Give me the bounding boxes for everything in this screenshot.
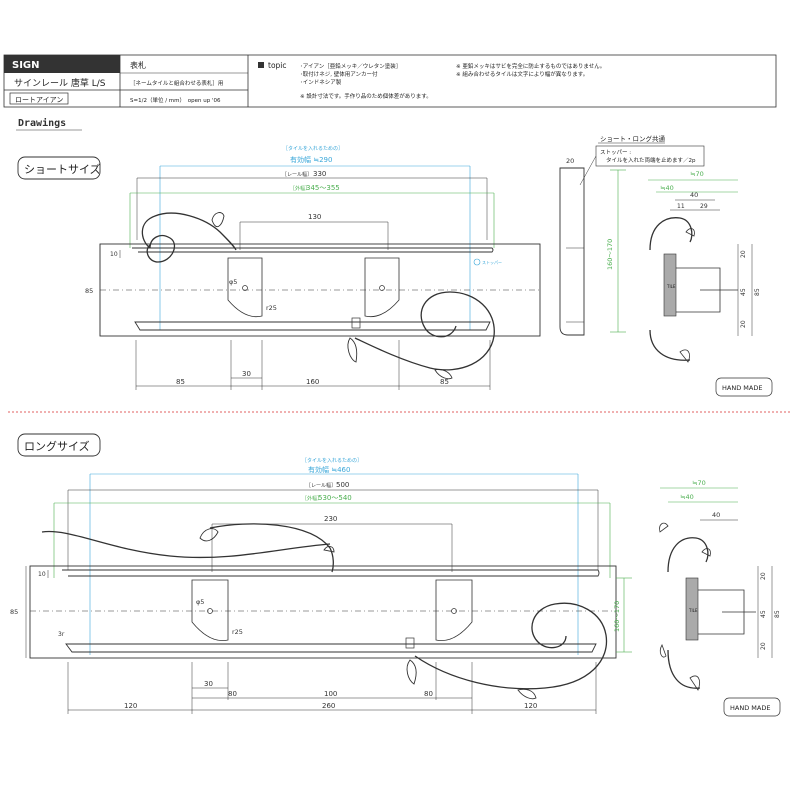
usage-note: ［ネームタイルと組合わせる表札］用 — [130, 79, 223, 87]
drawings-title: Drawings — [18, 117, 66, 129]
stopper-note: ストッパー : — [600, 149, 631, 156]
title-block: SIGN サインレール 唐草 L/S ロートアイアン 表札 ［ネームタイルと組合… — [3, 54, 777, 108]
short-stopper-tag: ストッパー — [482, 260, 502, 265]
long-right: 120 — [524, 702, 537, 710]
long-rail-value: 500 — [336, 481, 349, 489]
side-20a: 20 — [740, 250, 747, 258]
side-20b: 20 — [740, 320, 747, 328]
short-height: 85 — [85, 287, 93, 295]
long-center: 260 — [322, 702, 335, 710]
short-offset: 30 — [242, 370, 251, 378]
short-hole: φ5 — [229, 278, 237, 286]
short-effective-width: 有効幅 ≒290 — [290, 155, 332, 164]
short-rail-label: ［レール幅］ — [282, 171, 312, 178]
short-ext-value: 345～355 — [306, 184, 340, 192]
long-offset: 30 — [204, 680, 213, 688]
topic-item: ･アイアン［亜鉛メッキ／ウレタン塗装］ — [300, 62, 401, 70]
long-rail-label: ［レール幅］ — [306, 482, 336, 489]
short-mount-width: 130 — [308, 213, 321, 221]
long-size-drawing: ロングサイズ ［タイルを入れるための］ 有効幅 ≒460 ［レール幅］ 500 … — [10, 433, 781, 717]
long-rail-height: 10 — [38, 571, 46, 578]
long-side-40: ≒40 — [680, 493, 694, 501]
side-40: ≒40 — [660, 184, 674, 192]
side-29: 29 — [700, 203, 708, 210]
long-hand-made-label: HAND MADE — [730, 704, 770, 712]
category-label: SIGN — [12, 60, 40, 71]
long-section-height: 160～170 — [613, 601, 621, 632]
note-line: ※ 亜鉛メッキはサビを完全に防止するものではありません。 — [456, 62, 605, 70]
topic-item: ･取付けネジ, 壁体用アンカー付 — [300, 70, 378, 78]
note-line: ※ 組み合わせるタイルは文字により幅が異なります。 — [456, 70, 588, 78]
side-70: ≒70 — [690, 170, 704, 178]
section-height: 160～170 — [606, 239, 614, 270]
side-40b: 40 — [690, 191, 698, 199]
long-hole: φ5 — [196, 598, 204, 606]
long-effective-width: 有効幅 ≒460 — [308, 465, 350, 474]
short-radius: r25 — [266, 304, 277, 312]
long-inner-right: 80 — [424, 690, 433, 698]
stopper-note-detail: タイルを入れた両端を止めます／2p — [606, 156, 696, 164]
side-11: 11 — [677, 203, 685, 210]
short-left: 85 — [176, 378, 185, 386]
short-size-drawing: ショートサイズ ［タイルを入れるための］ 有効幅 ≒290 ［レール幅］ 330… — [17, 134, 773, 397]
material-badge: ロートアイアン — [15, 96, 63, 104]
long-side-20b: 20 — [760, 642, 767, 650]
long-ext-value: 530～540 — [318, 494, 352, 502]
short-right: 85 — [440, 378, 449, 386]
product-name: サインレール 唐草 L/S — [14, 77, 106, 89]
scale-note: S=1/2（単位 / mm） open up '06 — [130, 96, 221, 104]
short-rail-height: 10 — [110, 251, 118, 258]
long-side-20a: 20 — [760, 572, 767, 580]
short-rail-value: 330 — [313, 170, 326, 178]
section-common-title: ショート・ロング共通 — [600, 134, 666, 143]
side-85: 85 — [754, 288, 761, 296]
long-tile-note: ［タイルを入れるための］ — [302, 457, 362, 464]
topic-label: topic — [268, 61, 287, 70]
long-tile-label: TILE — [688, 608, 698, 613]
long-side-45: 45 — [760, 610, 767, 618]
long-height: 85 — [10, 608, 18, 616]
long-ext-label: ［外幅］ — [302, 495, 322, 502]
long-size-title: ロングサイズ — [24, 439, 90, 453]
long-side-70: ≒70 — [692, 479, 706, 487]
short-ext-label: ［外幅］ — [290, 185, 310, 192]
short-tile-note: ［タイルを入れるための］ — [283, 145, 343, 152]
short-size-title: ショートサイズ — [24, 162, 101, 176]
long-left: 120 — [124, 702, 137, 710]
long-inner-mid: 100 — [324, 690, 337, 698]
topic-item: ･インドネシア製 — [300, 78, 342, 86]
long-mount-width: 230 — [324, 515, 337, 523]
usage-title: 表札 — [130, 60, 146, 70]
section-20: 20 — [566, 157, 574, 165]
long-corner: 3r — [58, 631, 65, 638]
tile-label: TILE — [666, 284, 676, 289]
long-inner-left: 80 — [228, 690, 237, 698]
long-side-85: 85 — [774, 610, 781, 618]
topic-footnote: ※ 設計寸法です。手作り品のため個体差があります。 — [300, 92, 432, 100]
short-inner: 160 — [306, 378, 319, 386]
hand-made-label: HAND MADE — [722, 384, 762, 392]
long-side-40b: 40 — [712, 511, 720, 519]
long-radius: r25 — [232, 628, 243, 636]
topic-bullet — [258, 62, 264, 68]
side-45: 45 — [740, 288, 747, 296]
